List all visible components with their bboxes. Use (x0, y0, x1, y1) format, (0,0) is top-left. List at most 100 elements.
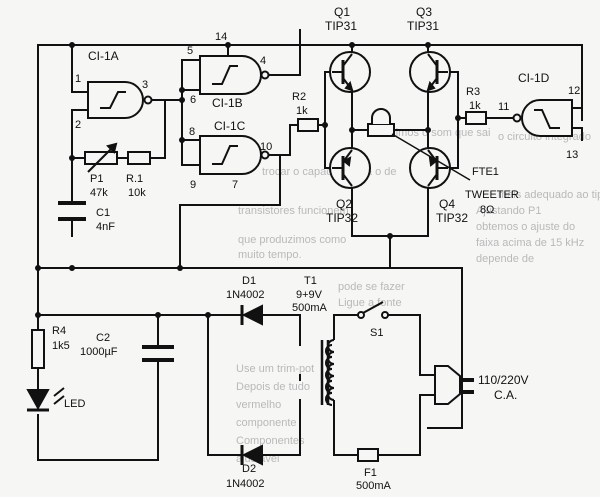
mains-plug (434, 365, 474, 405)
wire-r1-out (149, 99, 166, 159)
transformer-primary (327, 339, 335, 401)
label-r4-value: 1k5 (52, 340, 70, 352)
pot-arrow (106, 142, 118, 154)
wire-pin1 (71, 44, 89, 93)
led-ray (53, 387, 65, 397)
label-q3: Q3 (416, 5, 432, 19)
label-q1-type: TIP31 (325, 19, 357, 33)
transistor-q3 (409, 51, 451, 93)
transformer-primary-bottom (333, 400, 348, 456)
wire-pin7-gnd (179, 154, 281, 269)
label-c2: C2 (96, 332, 110, 344)
label-t1-current: 500mA (292, 302, 328, 314)
junction-dot (455, 115, 461, 121)
junction-dot (205, 312, 211, 318)
diode-d2 (240, 444, 263, 466)
junction-dots (35, 42, 461, 318)
resistor-r3 (465, 111, 487, 125)
transistor-body (329, 147, 371, 189)
pin-label-14: 14 (215, 31, 227, 43)
wire-f1-right (377, 394, 436, 456)
pin-label-12: 12 (568, 85, 580, 97)
label-ic-c: CI-1C (214, 119, 246, 133)
wire-s1-right (384, 314, 436, 376)
junction-dot (35, 312, 41, 318)
nand-gate-body (87, 81, 144, 119)
inverter-bubble (260, 70, 270, 80)
label-tweeter-impedance: 8Ω (480, 204, 494, 216)
junction-dot (69, 42, 75, 48)
emitter-arrow (344, 80, 354, 92)
bleed-line-11: depende de (476, 253, 534, 265)
bleed-line-5: que produzimos como (238, 234, 346, 246)
speaker-magnet (367, 123, 395, 137)
junction-dot (349, 42, 355, 48)
pin-label-9: 9 (190, 179, 196, 191)
junction-dot (387, 233, 393, 239)
diode-d1 (240, 304, 263, 326)
label-q3-type: TIP31 (407, 19, 439, 33)
label-mains-voltage: 110/220V (478, 373, 529, 387)
junction-dot (349, 127, 355, 133)
transistor-q1 (329, 51, 371, 93)
label-ic-b: CI-1B (212, 96, 243, 110)
label-d1: D1 (242, 275, 256, 287)
ic-gate-1c (199, 135, 270, 175)
schmitt-symbol (212, 145, 238, 165)
nand-gate-body (199, 55, 262, 95)
label-t1: T1 (304, 275, 317, 287)
wire-out-b (267, 29, 301, 76)
label-t1-value: 9+9V (296, 289, 323, 301)
label-r4: R4 (52, 325, 66, 337)
ground-rail (37, 267, 463, 429)
inverter-bubble (260, 150, 270, 160)
transistor-q2 (329, 147, 371, 189)
bleed-line-12: pode se fazer (338, 281, 405, 293)
resistor-r1 (127, 151, 151, 165)
label-r2-value: 1k (296, 105, 308, 117)
diode-triangle (241, 304, 263, 326)
label-r1-value: 10k (128, 187, 146, 199)
transformer-secondary (325, 344, 333, 406)
label-f1-value: 500mA (356, 480, 392, 492)
bleed-line-4: mais adequado ao tipo de (498, 189, 600, 201)
emitter-arrow (428, 156, 438, 167)
schmitt-symbol (100, 91, 126, 109)
label-c2-value: 1000µF (80, 346, 118, 358)
fuse-f1 (357, 448, 379, 462)
transformer-primary-top (333, 314, 348, 340)
junction-dot (425, 42, 431, 48)
label-q2-type: TIP32 (326, 211, 358, 225)
label-tweeter-ref: FTE1 (472, 166, 499, 178)
pin-label-4: 4 (260, 55, 266, 67)
transistor-collector (427, 53, 438, 67)
junction-dot (425, 127, 431, 133)
wire-pin12 (571, 107, 583, 121)
potentiometer-p1 (84, 142, 118, 173)
junction-dot (225, 42, 231, 48)
label-d2-type: 1N4002 (226, 478, 265, 490)
wire-pin13 (571, 127, 583, 141)
junction-dot (179, 97, 185, 103)
label-tweeter-name: TWEETER (465, 189, 519, 201)
label-r3-value: 1k (469, 100, 481, 112)
wire-d2-to-t1 (261, 399, 301, 456)
wire-base-q1 (317, 71, 333, 126)
transistor-collector (427, 173, 438, 187)
switch-contact (381, 311, 389, 319)
led-indicator (26, 387, 65, 412)
label-d2: D2 (242, 463, 256, 475)
schmitt-symbol (212, 65, 238, 85)
tweeter-label-leader (391, 133, 471, 181)
inverter-bubble (143, 95, 153, 105)
label-q2: Q2 (336, 197, 352, 211)
nand-gate-body (521, 99, 573, 137)
label-q1: Q1 (334, 5, 350, 19)
label-q4: Q4 (439, 197, 455, 211)
transistor-collector (342, 173, 353, 187)
wire-d2-return (207, 314, 241, 456)
pin-label-13: 13 (566, 149, 578, 161)
transformer-t1 (320, 314, 348, 456)
capacitor-c2 (142, 345, 174, 362)
